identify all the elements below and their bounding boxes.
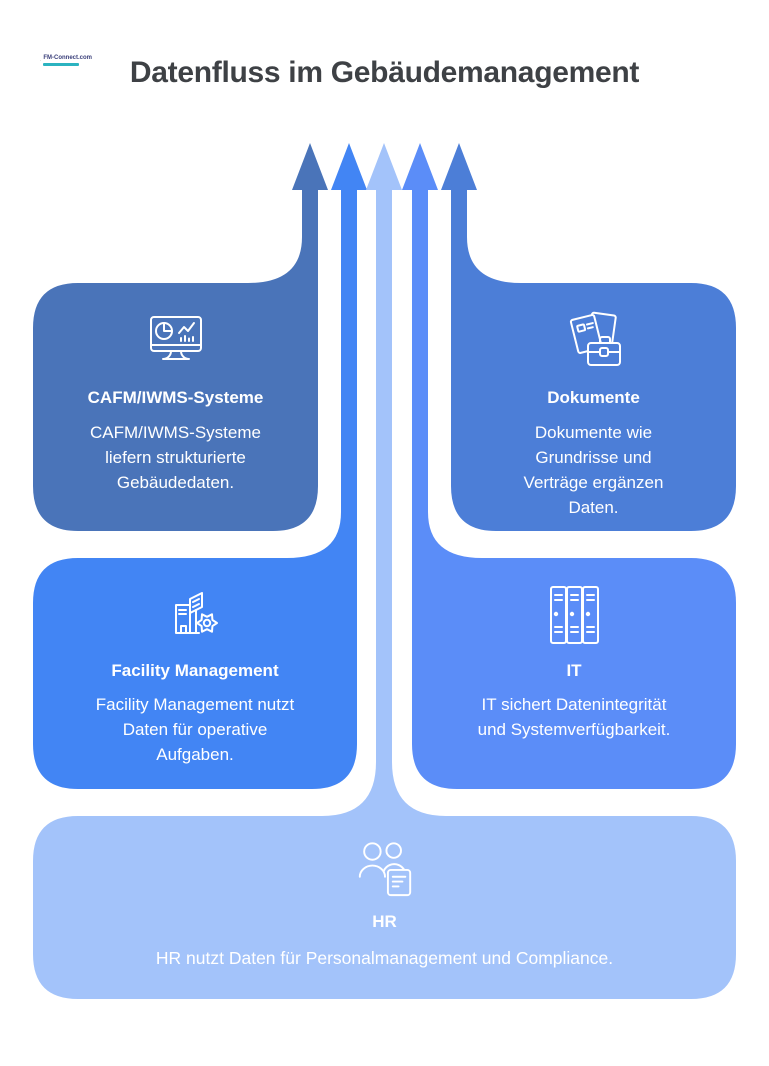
card-title: Dokumente <box>547 388 640 407</box>
arrow-shape-hr <box>33 143 736 999</box>
logo-text: FM-Connect.com <box>43 55 92 61</box>
server-racks-icon <box>550 586 599 644</box>
card-title: IT <box>566 661 582 680</box>
card-body: Facility Management nutzt Daten für oper… <box>95 695 295 764</box>
documents-briefcase-icon <box>569 311 621 366</box>
card-facility-management: Facility Management Facility Management … <box>33 558 357 789</box>
building-gear-icon <box>175 592 218 634</box>
card-body: CAFM/IWMS-Systeme liefern strukturierte … <box>90 423 261 492</box>
card-title: Facility Management <box>111 661 279 680</box>
fm-connect-logo: FM-Connect.com <box>40 55 92 73</box>
page-title: Datenfluss im Gebäudemanagement <box>129 56 640 89</box>
arrow-shape-it <box>402 143 736 789</box>
card-dokumente: Dokumente Dokumente wie Grundrisse und V… <box>451 283 736 531</box>
logo-burst-icon <box>40 59 42 62</box>
logo-tagline-bar <box>43 63 80 66</box>
card-hr: HR HR nutzt Daten für Personalmanagement… <box>33 816 736 999</box>
card-body: HR nutzt Daten für Personalmanagement un… <box>155 948 614 968</box>
card-title: HR <box>372 912 397 931</box>
people-document-icon <box>358 842 411 897</box>
card-body: IT sichert Datenintegrität und Systemver… <box>477 695 671 739</box>
card-cafm-iwms: CAFM/IWMS-Systeme CAFM/IWMS-Systeme lief… <box>33 283 318 531</box>
card-body: Dokumente wie Grundrisse und Verträge er… <box>523 423 664 517</box>
card-it: IT IT sichert Datenintegrität und System… <box>412 558 736 789</box>
card-title: CAFM/IWMS-Systeme <box>87 388 264 407</box>
monitor-analytics-icon <box>149 316 202 360</box>
arrow-shape-facility <box>33 143 367 789</box>
